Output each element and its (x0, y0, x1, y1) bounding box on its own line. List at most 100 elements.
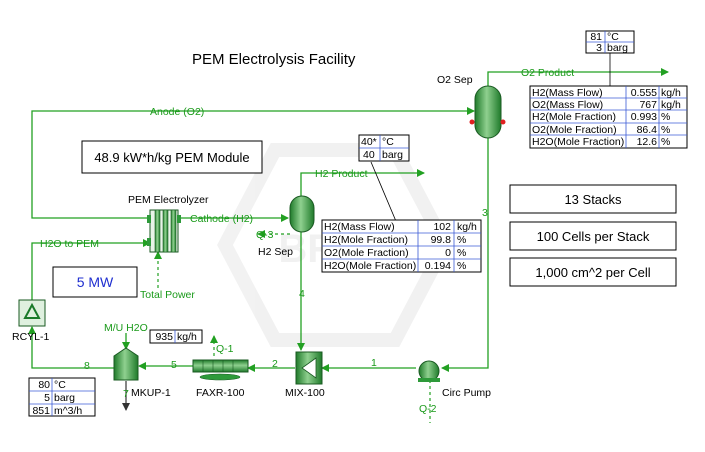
svg-text:H2O(Mole Fraction): H2O(Mole Fraction) (532, 136, 624, 148)
svg-text:H2(Mass Flow): H2(Mass Flow) (324, 221, 395, 233)
svg-text:40*: 40* (361, 136, 377, 148)
rcyl-label: RCYL-1 (12, 331, 50, 343)
stacks-box (509, 184, 677, 214)
svg-text:%: % (457, 260, 466, 272)
svg-text:H2(Mass Flow): H2(Mass Flow) (532, 87, 603, 99)
o2-conditions-table: 81 °C 3 barg (585, 30, 635, 54)
module-box (81, 140, 263, 174)
stream-5-label: 5 (171, 359, 177, 371)
svg-text:851: 851 (32, 405, 50, 417)
svg-text:935: 935 (155, 331, 173, 343)
svg-text:0.194: 0.194 (425, 260, 451, 272)
mix-label: MIX-100 (285, 387, 325, 399)
svg-text:3: 3 (596, 42, 602, 54)
svg-text:5: 5 (44, 392, 50, 404)
svg-text:12.6: 12.6 (637, 136, 658, 148)
svg-text:m^3/h: m^3/h (54, 405, 82, 417)
svg-text:40: 40 (363, 149, 375, 161)
stream-2-label: 2 (272, 358, 278, 370)
pem-label: PEM Electrolyzer (128, 194, 209, 206)
power-box (52, 266, 138, 298)
stream-3-label: 3 (482, 207, 488, 219)
svg-text:%: % (457, 247, 466, 259)
svg-text:kg/h: kg/h (661, 87, 681, 99)
air-cooler[interactable] (192, 359, 249, 381)
svg-text:%: % (661, 136, 670, 148)
svg-text:O2(Mass Flow): O2(Mass Flow) (532, 99, 603, 111)
svg-text:%: % (661, 111, 670, 123)
o2-product-table: H2(Mass Flow) 0.555 kg/h O2(Mass Flow) 7… (529, 85, 688, 149)
svg-text:kg/h: kg/h (177, 331, 197, 343)
pump-label: Circ Pump (442, 387, 491, 399)
stream-anode[interactable] (31, 107, 475, 219)
svg-text:0: 0 (445, 247, 451, 259)
energy-q2-label: Q-2 (419, 403, 437, 415)
cells-box (509, 221, 677, 251)
svg-text:kg/h: kg/h (457, 221, 477, 233)
svg-text:%: % (661, 124, 670, 136)
svg-text:%: % (457, 234, 466, 246)
energy-total-power-label: Total Power (140, 289, 195, 301)
stream-1-label: 1 (371, 357, 377, 369)
h2-conditions-table: 40* °C 40 barg (358, 134, 410, 162)
pem-electrolyzer[interactable] (147, 209, 181, 253)
stream-o2-product[interactable] (487, 68, 669, 86)
stream-7-label: 7 (123, 388, 129, 400)
stream-h2o-to-pem[interactable] (31, 239, 151, 300)
fan-icon (199, 373, 241, 381)
svg-text:86.4: 86.4 (637, 124, 658, 136)
mixer[interactable] (295, 351, 323, 385)
stream-4-label: 4 (299, 288, 305, 300)
svg-text:0.993: 0.993 (631, 111, 657, 123)
svg-text:barg: barg (382, 149, 403, 161)
svg-text:H2(Mole Fraction): H2(Mole Fraction) (532, 111, 616, 123)
h2-product-table: H2(Mass Flow) 102 kg/h H2(Mole Fraction)… (321, 219, 482, 273)
stream-mu-h2o-label: M/U H2O (104, 322, 148, 334)
mkup-label: MKUP-1 (131, 387, 171, 399)
stream-h2-product[interactable] (300, 169, 425, 196)
module-label: 48.9 kW*h/kg PEM Module (94, 150, 249, 165)
svg-text:°C: °C (607, 31, 619, 43)
svg-text:°C: °C (54, 379, 66, 391)
svg-text:°C: °C (382, 136, 394, 148)
stream-o2-product-label: O2 Product (521, 67, 574, 79)
stream-8[interactable] (28, 326, 114, 369)
makeup-block[interactable] (113, 347, 139, 381)
circulation-pump[interactable] (418, 360, 440, 382)
makeup-flow-table: 935 kg/h (149, 329, 203, 344)
o2-separator[interactable] (469, 85, 506, 139)
svg-text:80: 80 (38, 379, 50, 391)
cells-label: 100 Cells per Stack (537, 229, 650, 244)
h2-separator[interactable] (289, 195, 315, 233)
o2sep-indicator-icon (469, 119, 475, 125)
stream-3[interactable] (441, 138, 489, 372)
svg-text:0.555: 0.555 (631, 87, 657, 99)
stacks-label: 13 Stacks (564, 192, 622, 207)
page-title: PEM Electrolysis Facility (192, 51, 356, 68)
o2sep-label: O2 Sep (437, 74, 473, 86)
svg-text:102: 102 (433, 221, 451, 233)
svg-text:H2(Mole Fraction): H2(Mole Fraction) (324, 234, 408, 246)
svg-text:767: 767 (639, 99, 657, 111)
svg-text:barg: barg (607, 42, 628, 54)
recycle-block[interactable] (18, 299, 46, 327)
svg-text:O2(Mole Fraction): O2(Mole Fraction) (532, 124, 617, 136)
svg-text:99.8: 99.8 (431, 234, 452, 246)
area-label: 1,000 cm^2 per Cell (535, 265, 650, 280)
svg-text:O2(Mole Fraction): O2(Mole Fraction) (324, 247, 409, 259)
stream8-table: 80 °C 5 barg 851 m^3/h (28, 377, 96, 417)
h2-leader-line (370, 161, 399, 227)
stream-h2-product-label: H2 Product (315, 168, 368, 180)
area-box (509, 257, 677, 287)
energy-q3-label: Q-3 (256, 229, 274, 241)
svg-text:barg: barg (54, 392, 75, 404)
stream-anode-label: Anode (O2) (150, 106, 204, 118)
svg-text:H2O(Mole Fraction): H2O(Mole Fraction) (324, 260, 416, 272)
stream-cathode-label: Cathode (H2) (190, 213, 253, 225)
h2sep-label: H2 Sep (258, 246, 293, 258)
stream-h2o-to-pem-label: H2O to PEM (40, 238, 99, 250)
svg-text:81: 81 (590, 31, 602, 43)
svg-text:kg/h: kg/h (661, 99, 681, 111)
recycle-icon (23, 302, 41, 319)
